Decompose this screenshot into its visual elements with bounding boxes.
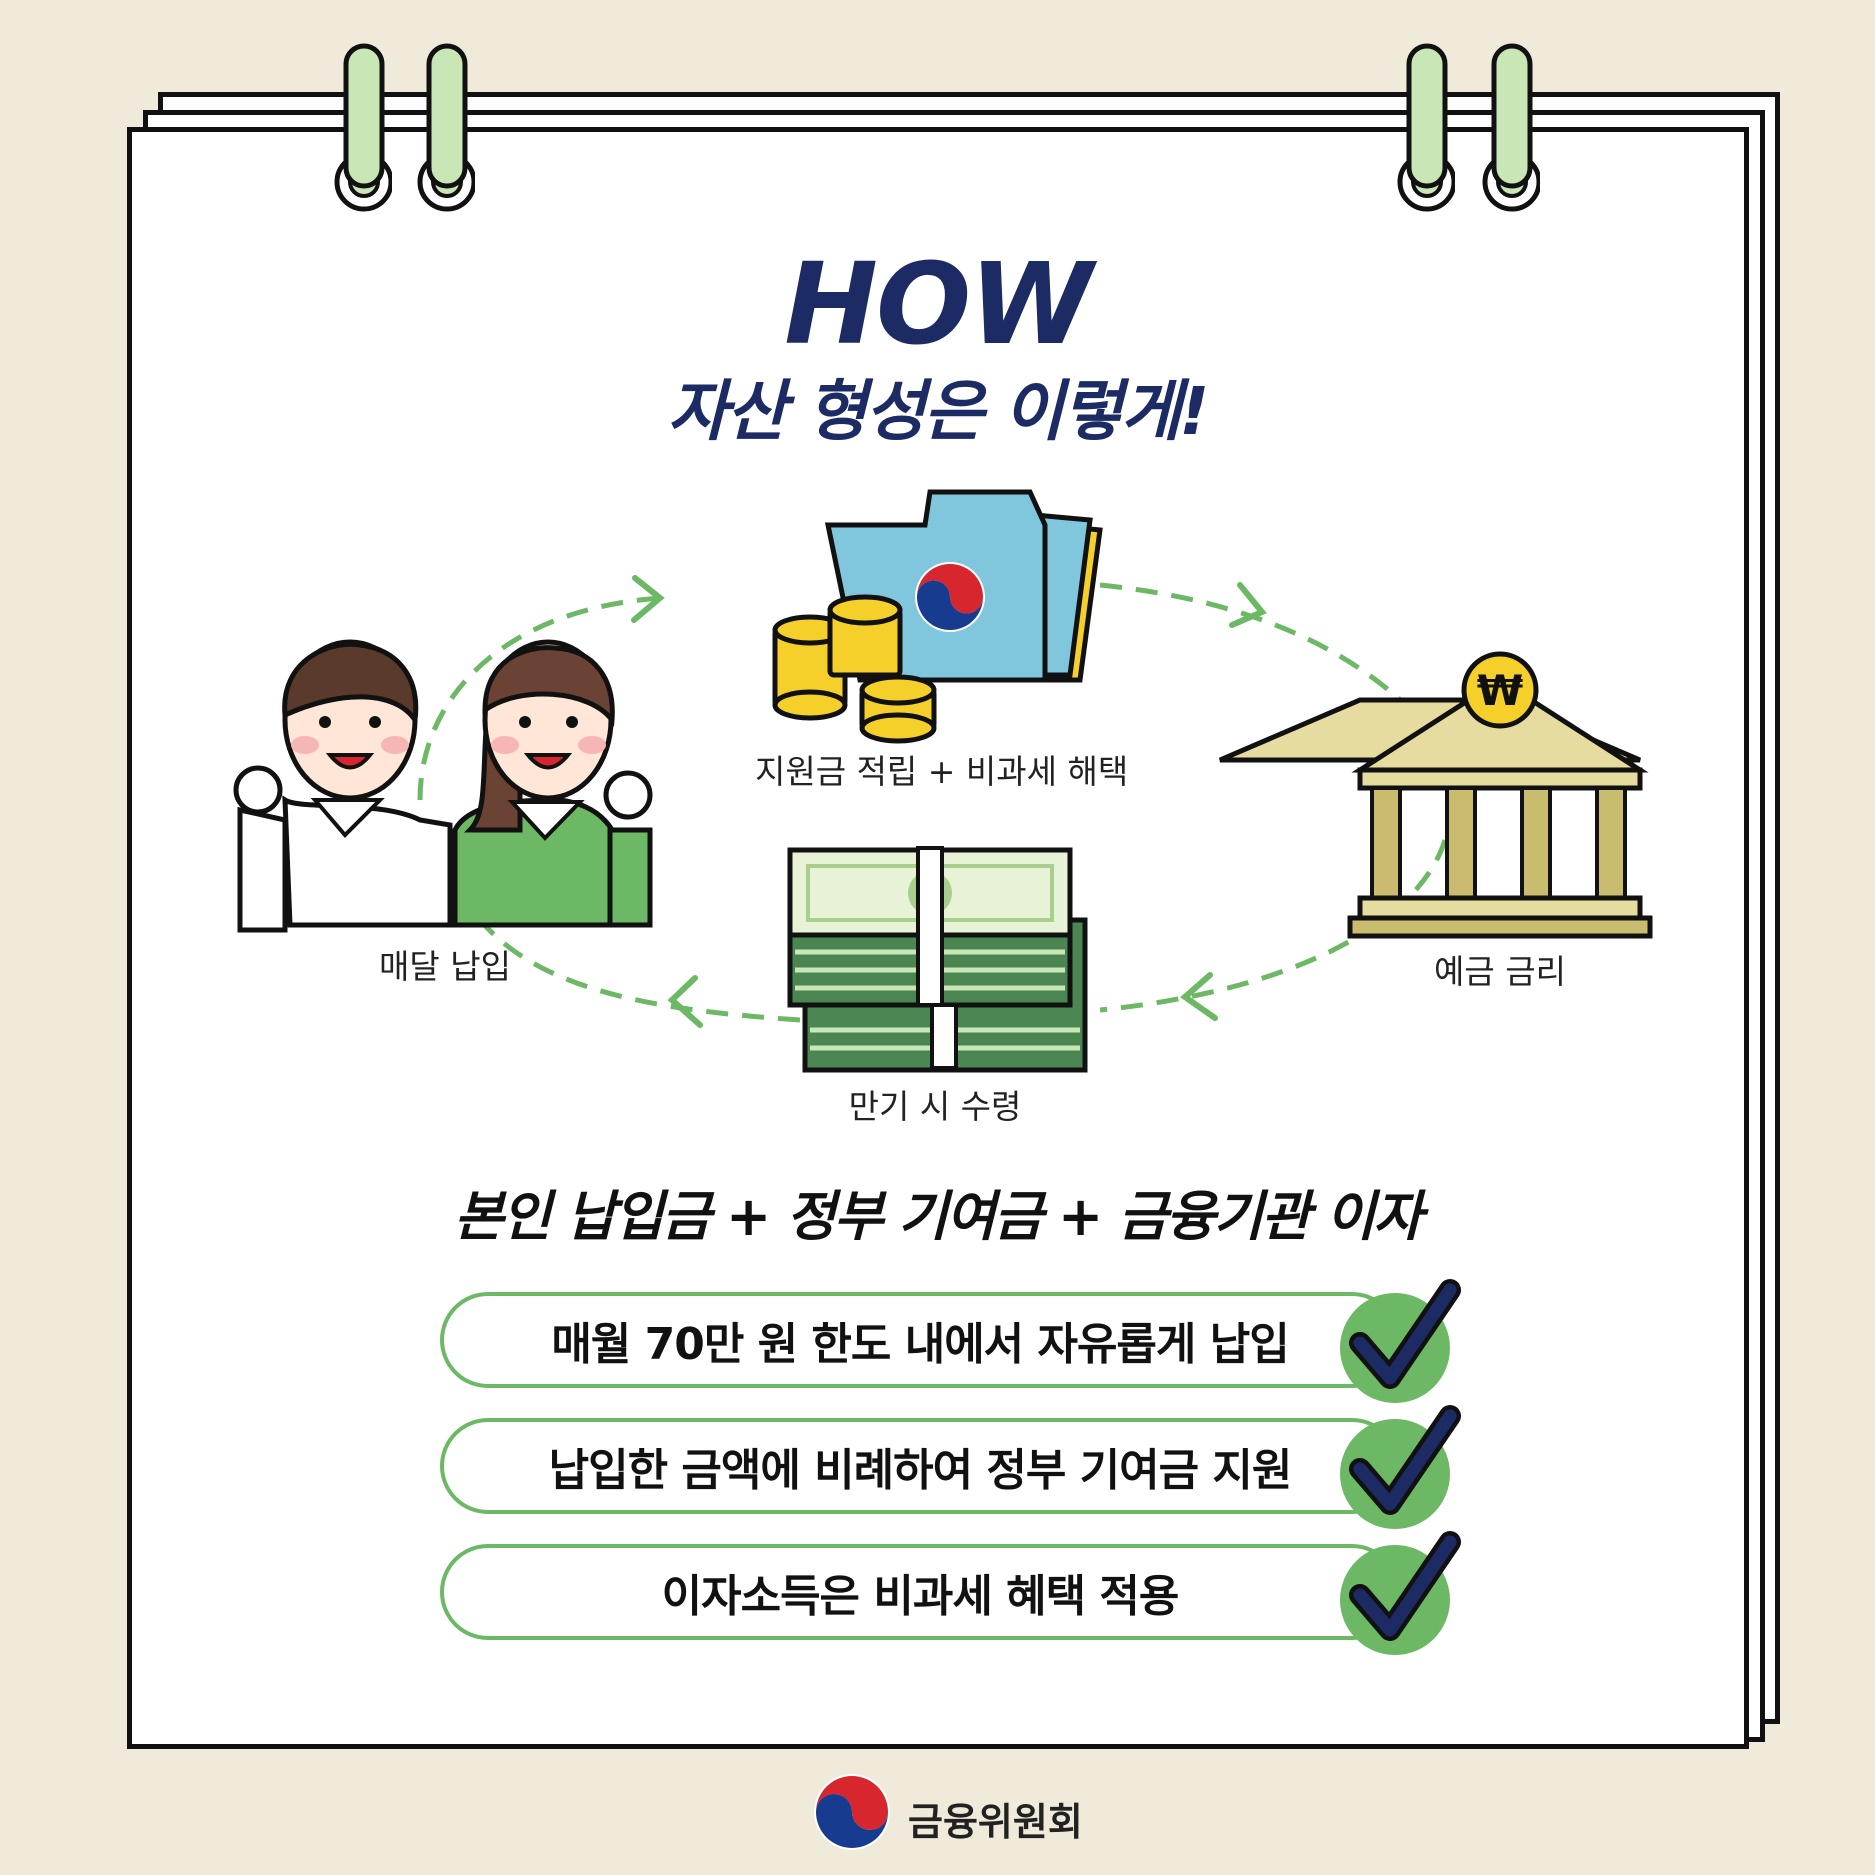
benefit-text: 이자소득은 비과세 혜택 적용 xyxy=(661,1571,1180,1622)
monthly-payment-label: 매달 납입 xyxy=(379,947,511,986)
benefit-item: 매월 70만 원 한도 내에서 자유롭게 납입 xyxy=(440,1292,1400,1388)
benefit-text: 매월 70만 원 한도 내에서 자유롭게 납입 xyxy=(551,1319,1289,1370)
man-character-icon xyxy=(233,639,453,933)
checkmark-icon xyxy=(1340,1531,1461,1655)
bank-building-icon xyxy=(1219,651,1653,939)
benefit-item: 이자소득은 비과세 혜택 적용 xyxy=(440,1544,1400,1640)
organization-name: 금융위원회 xyxy=(908,1800,1083,1844)
arrowhead-icons xyxy=(631,575,1267,1028)
government-support-label: 지원금 적립 + 비과세 해택 xyxy=(755,752,1129,791)
checkmark-icon xyxy=(1340,1279,1461,1403)
page-title: HOW xyxy=(784,240,1092,370)
checkmark-icon xyxy=(1340,1405,1461,1529)
coin-stack-icon xyxy=(772,594,937,744)
binder-ring-icon xyxy=(334,43,392,212)
maturity-receipt-label: 만기 시 수령 xyxy=(848,1087,1022,1126)
binder-ring-icon xyxy=(417,43,475,212)
money-bundle-icon xyxy=(787,846,1088,1073)
government-emblem-icon xyxy=(814,1774,890,1850)
asset-formula: 본인 납입금 + 정부 기여금 + 금융기관 이자 xyxy=(454,1185,1423,1248)
binder-ring-icon xyxy=(1397,43,1455,212)
deposit-interest-label: 예금 금리 xyxy=(1434,952,1566,991)
woman-character-icon xyxy=(452,639,653,928)
page-subtitle: 자산 형성은 이렇게! xyxy=(667,373,1210,450)
savings-cycle-diagram: ₩ xyxy=(233,489,1653,1073)
benefit-text: 납입한 금액에 비례하여 정부 기여금 지원 xyxy=(548,1445,1293,1496)
won-symbol-icon: ₩ xyxy=(1477,666,1523,715)
benefit-item: 납입한 금액에 비례하여 정부 기여금 지원 xyxy=(440,1418,1400,1514)
binder-ring-icon xyxy=(1482,43,1540,212)
